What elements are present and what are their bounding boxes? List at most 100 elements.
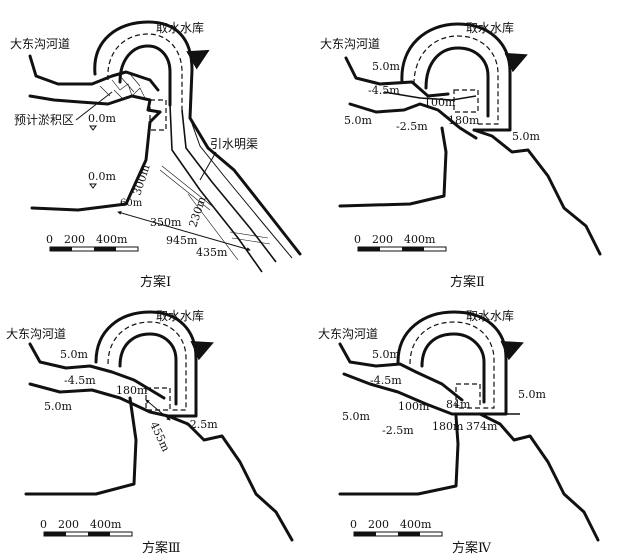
p3-caption: 方案Ⅲ [142, 540, 181, 556]
p4-scale-0: 0 [350, 518, 357, 531]
p3-reservoir-inner [118, 332, 178, 406]
p2-outlet-arrow [504, 52, 528, 73]
p2-reservoir-label: 取水水库 [466, 20, 514, 35]
p1-silt-label: 预计淤积区 [14, 113, 74, 127]
p4-shoreline-right [478, 412, 600, 542]
p2-el-50c: 5.0m [512, 130, 540, 143]
p4-dim-374: 374m [466, 420, 498, 433]
p3-dash-box [145, 387, 171, 411]
p2-shoreline-right [472, 128, 602, 256]
p2-dash-box [453, 89, 479, 113]
p2-reservoir-dash [413, 35, 499, 125]
p1-scale-400: 400m [96, 233, 128, 246]
p4-river-label: 大东沟河道 [318, 327, 378, 341]
p1-silt-leader [75, 91, 113, 121]
p1-channel-label: 引水明渠 [210, 137, 258, 151]
p1-hatch-1 [159, 165, 213, 211]
p4-reservoir-label: 取水水库 [466, 308, 514, 323]
p1-outlet-arrow [186, 49, 210, 70]
p3-el-50a: 5.0m [60, 348, 88, 361]
p4-scale-bar [353, 531, 443, 537]
panel-scheme-3: 0 200 400m 取水水库 大东沟河道 5.0m -4.5m 180m 5.… [6, 308, 294, 556]
p1-channel-bank-3 [189, 117, 293, 259]
p3-outlet-arrow [190, 340, 214, 361]
p2-shoreline-left [338, 126, 448, 208]
p4-reservoir-dash [409, 321, 495, 409]
p1-scale-bar [49, 246, 139, 252]
p1-dim-945: 945m [166, 234, 198, 247]
p3-el-50b: 5.0m [44, 400, 72, 413]
p1-river-bank-upper [28, 54, 160, 92]
p2-el-50b: 5.0m [344, 114, 372, 127]
p4-caption: 方案Ⅳ [452, 540, 492, 556]
p2-el-50a: 5.0m [372, 60, 400, 73]
p1-caption: 方案Ⅰ [140, 274, 171, 290]
p4-el-n25: -2.5m [382, 424, 414, 437]
panel-scheme-1: 0 200 400m 取水水库 大东沟河道 预计淤积区 引水明渠 0.0m 0.… [10, 20, 302, 290]
p2-dam-line [383, 91, 477, 101]
p4-scale-400: 400m [400, 518, 432, 531]
p2-dim-100: 100m [424, 96, 456, 109]
p4-dim-100: 100m [398, 400, 430, 413]
p1-hatch-3 [229, 231, 271, 245]
p1-dim-230: 230m [186, 194, 208, 228]
panel-scheme-4: 0 200 400m 取水水库 大东沟河道 5.0m -4.5m 100m 84… [318, 308, 600, 556]
p1-dim-300: 300m [130, 162, 152, 196]
p4-el-50a: 5.0m [372, 348, 400, 361]
p1-river-label: 大东沟河道 [10, 37, 70, 51]
p4-dim-180: 180m [432, 420, 464, 433]
p2-river-bank-lower [348, 102, 478, 140]
p3-scale-bar [43, 531, 133, 537]
p3-dim-180: 180m [116, 384, 148, 397]
p4-reservoir-inner [420, 332, 486, 404]
p1-outer-levee [188, 116, 302, 256]
p2-scale-0: 0 [354, 233, 361, 246]
p3-river-label: 大东沟河道 [6, 327, 66, 341]
p1-channel-leader [199, 151, 217, 181]
p1-scale-200: 200 [64, 233, 85, 246]
p1-dim-435: 435m [196, 246, 228, 259]
p2-river-label: 大东沟河道 [320, 37, 380, 51]
p4-shoreline-left [338, 414, 460, 496]
p4-el-n45: -4.5m [370, 374, 402, 387]
p2-dim-180: 180m [448, 114, 480, 127]
p3-reservoir-dash [107, 321, 187, 411]
p3-scale-400: 400m [90, 518, 122, 531]
p4-el-50c: 5.0m [518, 388, 546, 401]
p2-scale-200: 200 [372, 233, 393, 246]
p1-dim-line [117, 210, 251, 252]
p1-el-a: 0.0m [88, 112, 116, 125]
p3-el-n45: -4.5m [64, 374, 96, 387]
p3-scale-200: 200 [58, 518, 79, 531]
p2-river-bank-upper [344, 56, 450, 98]
p1-channel-bank-2 [181, 109, 277, 263]
p4-el-50b: 5.0m [342, 410, 370, 423]
p1-reservoir-inner [118, 44, 172, 107]
panel-scheme-2: 0 200 400m 取水水库 大东沟河道 5.0m -4.5m 100m 5.… [320, 20, 602, 290]
p3-scale-0: 0 [40, 518, 47, 531]
p4-river-bank-upper [338, 342, 464, 402]
p1-el-a-mark [89, 125, 97, 131]
p1-dim-60: 60m [120, 198, 143, 209]
p4-scale-200: 200 [368, 518, 389, 531]
p2-caption: 方案Ⅱ [450, 274, 485, 290]
p3-shoreline-right [166, 414, 294, 542]
p1-reservoir-label: 取水水库 [156, 20, 204, 35]
p3-reservoir-label: 取水水库 [156, 308, 204, 323]
p1-reservoir-dash [107, 33, 183, 110]
p1-silt-zone [99, 73, 147, 101]
p4-outlet-arrow [500, 340, 524, 361]
p3-shoreline-left [24, 396, 138, 496]
p2-reservoir-inner [424, 46, 490, 118]
p1-shoreline [30, 110, 162, 212]
p1-el-b: 0.0m [88, 170, 116, 183]
p3-dim-455-line [145, 399, 171, 421]
p3-river-bank-upper [28, 342, 166, 400]
p4-dash-box [455, 383, 481, 409]
p1-scale-0: 0 [46, 233, 53, 246]
p2-el-n45: -4.5m [368, 84, 400, 97]
p1-el-b-mark [89, 183, 97, 189]
p4-dim-84: 84m [446, 398, 471, 411]
